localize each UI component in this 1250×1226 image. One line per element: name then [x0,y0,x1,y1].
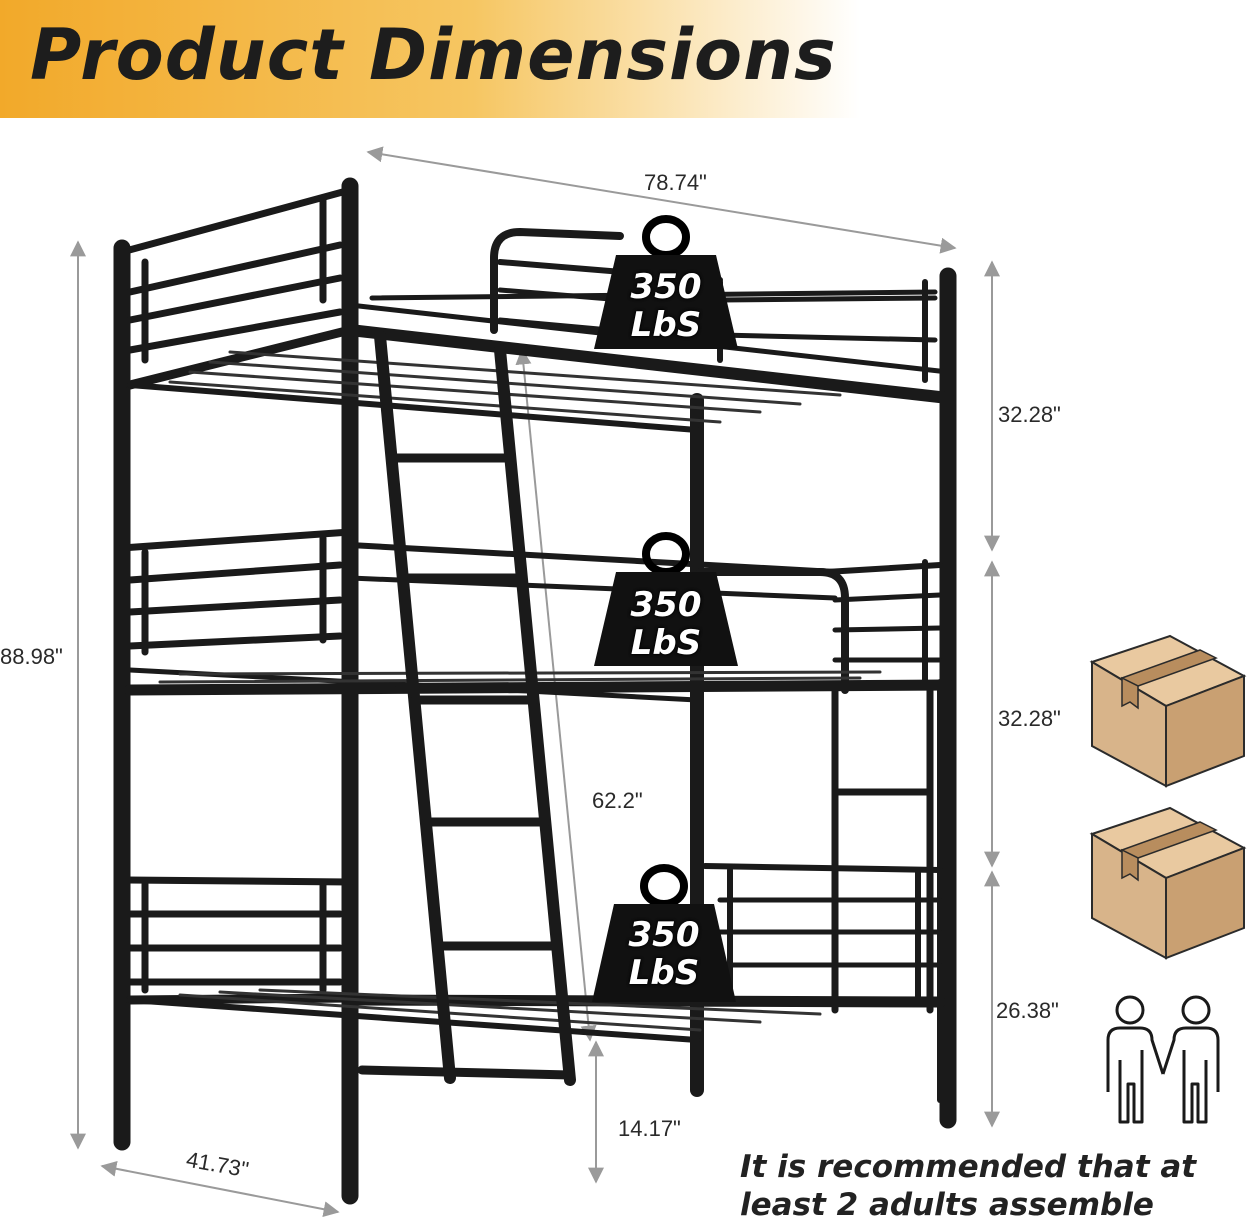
middle-tier-label: 32.28" [998,706,1061,731]
bed-frame [113,177,957,1205]
length-dimension-line [366,146,957,254]
ladder-length-label: 62.2" [592,788,643,813]
bottom-tier-label: 26.38" [996,998,1059,1023]
ladder-rungs [357,453,575,1080]
assembly-note-line-2: least 2 adults assemble [740,1187,1154,1223]
two-adults-icon [1106,995,1220,1124]
total-height-label: 88.98" [0,644,63,669]
weight-unit: LbS [630,305,702,345]
weight-value: 350 [628,915,700,955]
weight-unit: LbS [628,953,700,993]
bottom-bunk [125,863,946,1043]
weight-value: 350 [630,267,702,307]
top-weight-label: 350 LbS [596,268,736,344]
middle-weight-label: 350 LbS [596,586,736,662]
clearance-label: 14.17" [618,1116,681,1141]
weight-icon [592,864,736,1002]
package-box-icon [1089,806,1247,960]
dimension-lines [70,146,1000,1218]
bottom-weight-label: 350 LbS [594,916,734,992]
left-end-rails [118,186,354,994]
weight-value: 350 [630,585,702,625]
assembly-note-line-1: It is recommended that at [740,1149,1197,1185]
weight-icon [594,215,738,349]
package-box-icon [1089,634,1247,788]
top-tier-label: 32.28" [998,402,1061,427]
assembly-note: It is recommended that at least 2 adults… [740,1148,1250,1224]
weight-icon [594,532,738,666]
page-title: Product Dimensions [30,14,837,96]
length-label: 78.74" [644,170,707,195]
front-ladder [374,330,576,1086]
title-banner [0,0,860,118]
weight-unit: LbS [630,623,702,663]
width-dimension-line [100,1160,340,1218]
